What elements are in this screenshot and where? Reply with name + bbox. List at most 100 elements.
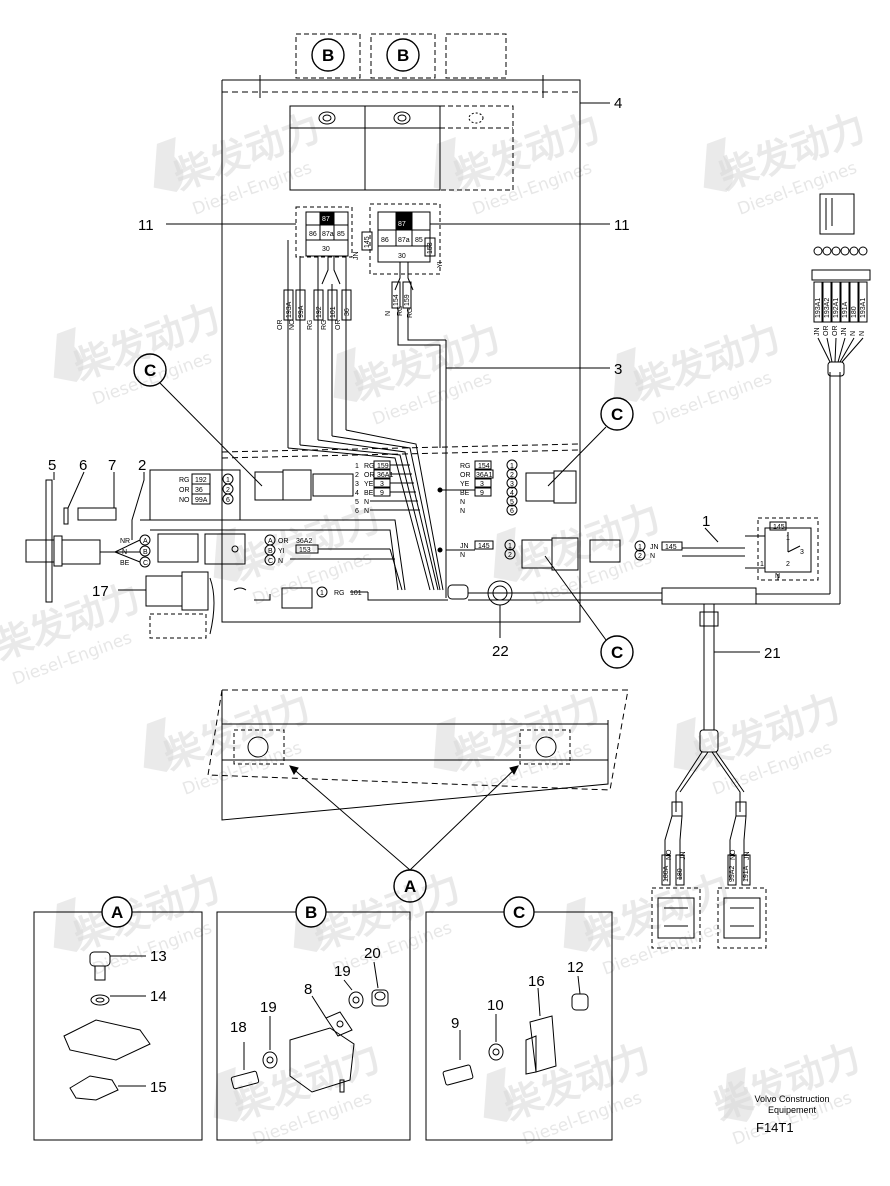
relay-left-pin: 85: [337, 231, 345, 238]
conn-pin: 1: [226, 477, 230, 484]
callout-22: 22: [492, 643, 509, 660]
harness-right-labels: JN 193A1 OR 193A2 OR 192A1 JN 191A N 180…: [814, 298, 867, 336]
conn-pin: 1: [508, 543, 512, 550]
lamp-right[interactable]: [717, 887, 767, 949]
wire-code: 159: [404, 294, 411, 306]
wire-code: 180A: [663, 865, 670, 882]
switch-code: 145: [773, 524, 785, 531]
item-10: 10: [487, 997, 504, 1014]
detail-panel-a[interactable]: [0, 896, 203, 1141]
wire-code: OR: [335, 320, 342, 331]
callout-4: 4: [614, 95, 622, 112]
conn-pin: 2: [638, 553, 642, 560]
ref-circle-b2[interactable]: [386, 38, 420, 72]
conn-code: BE: [364, 490, 374, 497]
conn-pin: 1: [320, 590, 324, 597]
component-17[interactable]: [118, 571, 448, 639]
lower-panel: [207, 689, 629, 903]
callout-6: 6: [79, 457, 87, 474]
detail-panel-b[interactable]: [216, 896, 411, 1141]
conn-code: N: [460, 499, 465, 506]
panel-letter-a: A: [111, 903, 123, 922]
relay-side-right: 153: [427, 242, 434, 254]
item-8: 8: [304, 981, 312, 998]
ref-letter-b1: B: [322, 46, 334, 65]
conn-code: N: [460, 508, 465, 515]
callout-11-right: 11: [614, 217, 630, 234]
relay-pin-labels: 87 86 87a 85 30 86 87 87a 85 30 145 JN 1…: [309, 216, 444, 268]
item-14: 14: [150, 988, 167, 1005]
relay-left-pin: 87: [322, 216, 330, 223]
conn-code: JN: [650, 544, 659, 551]
conn-code: NO: [179, 497, 190, 504]
rotary-switch-group[interactable]: [589, 372, 841, 604]
wire-code: N: [859, 331, 866, 336]
conn-pin: 1: [510, 463, 514, 470]
watermark-layer: 柴发动力 Diesel-Engines 柴发动力 Diesel-Engines …: [0, 105, 871, 1150]
wire-code: NO: [730, 849, 737, 860]
callout-2: 2: [138, 457, 146, 474]
ref-circle-c2[interactable]: [600, 397, 634, 431]
callout-5: 5: [48, 457, 56, 474]
callout-1: 1: [702, 513, 710, 530]
harness-right-top[interactable]: [811, 193, 871, 377]
ref-circle-b1[interactable]: [311, 38, 345, 72]
conn-code: RG: [179, 477, 190, 484]
lamp-left[interactable]: [651, 887, 701, 949]
sensor-pin: A: [143, 538, 148, 545]
connector-right-group[interactable]: [437, 459, 579, 571]
wire-code: OR: [832, 326, 839, 337]
callout-7: 7: [108, 457, 116, 474]
relay-side-right-code: YI: [437, 261, 444, 268]
conn-code: 36A2: [296, 538, 312, 545]
wire-code: 36: [344, 308, 351, 316]
conn-pin: 2: [508, 552, 512, 559]
relay-right[interactable]: [361, 203, 610, 598]
leader-1: [704, 527, 719, 543]
conn-code: 154: [478, 463, 490, 470]
conn-pin: 2: [510, 472, 514, 479]
conn-pin: 2: [355, 472, 359, 479]
conn-code: OR: [364, 472, 375, 479]
relay-right-pin: 30: [398, 253, 406, 260]
leader-6: [67, 471, 85, 509]
harness-bundle: [221, 429, 662, 638]
detail-panel-c[interactable]: [425, 896, 613, 1141]
wire-code: JN: [680, 851, 687, 860]
connector-left-labels: RG 192 1 OR 36 2 NO 99A 6: [179, 477, 230, 504]
callout-17: 17: [92, 583, 109, 600]
ref-circle-a[interactable]: [393, 869, 427, 903]
relay-left-pin: 30: [322, 246, 330, 253]
sensor-pin: B: [143, 549, 148, 556]
conn-pin: 6: [226, 497, 230, 504]
sensor-assembly[interactable]: [25, 471, 403, 603]
callout-3: 3: [614, 361, 622, 378]
conn-code: OR: [460, 472, 471, 479]
conn-pin: 3: [510, 481, 514, 488]
conn-code: JN: [460, 543, 469, 550]
wire-code: RG: [321, 320, 328, 331]
conn-code: OR: [278, 538, 289, 545]
harness-t-junction: [661, 587, 840, 886]
conn-code: 9: [480, 490, 484, 497]
relay-side-left: 145: [364, 236, 371, 248]
relay-right-pin: 86: [381, 237, 389, 244]
callout-numbers: 4 11 11 3 5 6 7 2 1 17 22 21: [48, 95, 781, 662]
top-b-boxes: [295, 33, 507, 79]
wire-code: 154: [393, 294, 400, 306]
conn-pin: 5: [510, 499, 514, 506]
conn-code: OR: [179, 487, 190, 494]
conn-code: 192: [195, 477, 207, 484]
ref-letter-c2: C: [611, 405, 623, 424]
relay-left-pin: 87a: [322, 231, 334, 238]
wire-code: RG: [407, 308, 414, 319]
conn-code: YI: [278, 548, 285, 555]
relay-left[interactable]: [166, 206, 353, 448]
ref-circle-c3[interactable]: [600, 635, 634, 669]
ref-letter-c1: C: [144, 361, 156, 380]
wire-code: JN: [841, 327, 848, 336]
ref-circle-c1[interactable]: [133, 353, 167, 387]
item-15: 15: [150, 1079, 167, 1096]
connector-mid-group[interactable]: [370, 460, 420, 511]
ref-letter-b2: B: [397, 46, 409, 65]
